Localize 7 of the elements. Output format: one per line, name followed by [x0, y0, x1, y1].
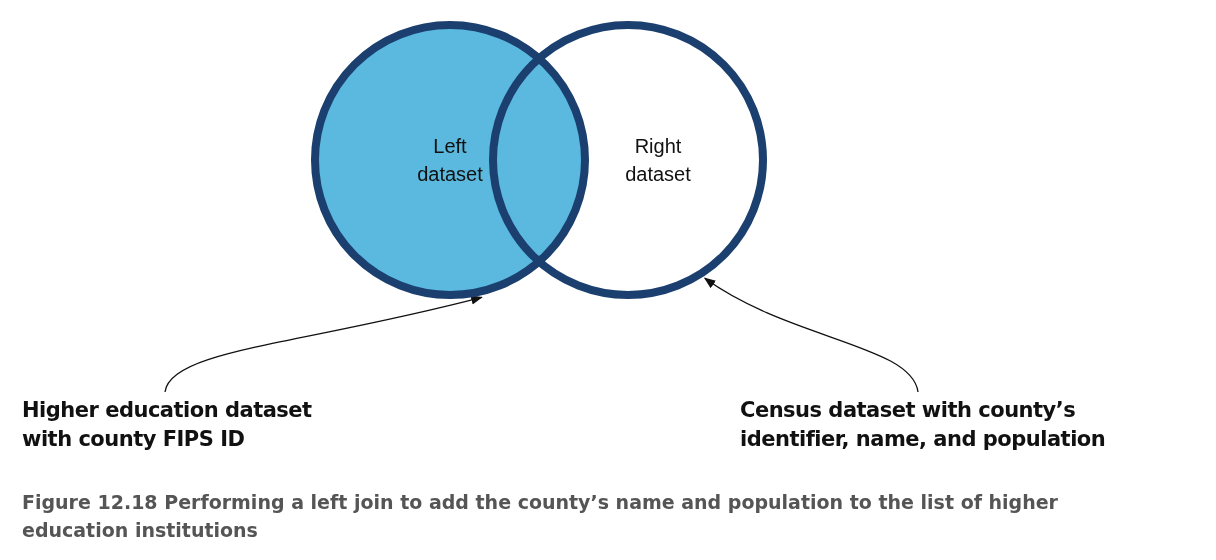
curved-arrow — [703, 277, 919, 393]
circle-label: Right dataset — [624, 134, 692, 187]
curved-arrow — [164, 295, 483, 393]
annotation-text: Census dataset with county’s identifier, name, and population — [740, 397, 1107, 453]
circle-label: Left dataset — [416, 134, 484, 187]
annotation-text: Higher education dataset with county FIPS ID — [22, 397, 313, 453]
figure-caption: Figure 12.18 Performing a left join to add the county’s name and population to the list of higher education institutions — [22, 490, 1059, 543]
